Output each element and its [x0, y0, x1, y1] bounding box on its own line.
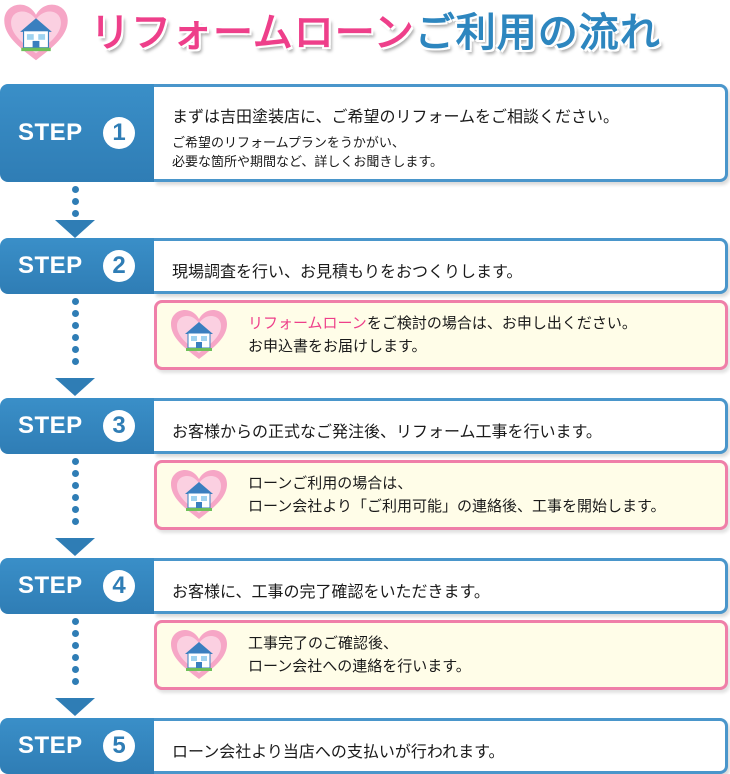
heart-house-icon [169, 469, 229, 521]
step-description: お客様に、工事の完了確認をいただきます。 [154, 558, 728, 614]
step-2: STEP 2 現場調査を行い、お見積もりをおつくりします。 [0, 238, 730, 294]
flow-arrow-down-icon [55, 378, 95, 396]
step-1: STEP 1 まずは吉田塗装店に、ご希望のリフォームをご相談ください。 ご希望の… [0, 84, 730, 182]
note-box: リフォームローンをご検討の場合は、お申し出ください。 お申込書をお届けします。 [154, 300, 728, 370]
step-main-text: ローン会社より当店への支払いが行われます。 [172, 742, 505, 761]
step-label: STEP 1 [0, 84, 154, 182]
note-box: 工事完了のご確認後、 ローン会社への連絡を行います。 [154, 620, 728, 690]
step-word: STEP [18, 572, 83, 599]
step-label: STEP 4 [0, 558, 154, 614]
heart-house-icon [169, 629, 229, 681]
title-highlight: リフォームローン [90, 10, 415, 56]
step-label: STEP 3 [0, 398, 154, 454]
flow-connector-dots [71, 186, 79, 222]
step-number-badge: 1 [103, 117, 135, 149]
step-sub-text-1: ご希望のリフォームプランをうかがい、 [172, 136, 405, 151]
heart-house-icon [169, 309, 229, 361]
step-main-text: お客様からの正式なご発注後、リフォーム工事を行います。 [172, 422, 602, 441]
step-number-badge: 5 [103, 730, 135, 762]
note-line-2: お申込書をお届けします。 [248, 337, 427, 355]
step-4: STEP 4 お客様に、工事の完了確認をいただきます。 [0, 558, 730, 614]
flow-connector-dots [71, 618, 79, 690]
flow-connector-dots [71, 298, 79, 370]
title-rest: ご利用の流れ [414, 10, 661, 56]
step-word: STEP [18, 252, 83, 279]
step-3: STEP 3 お客様からの正式なご発注後、リフォーム工事を行います。 [0, 398, 730, 454]
flow-arrow-down-icon [55, 538, 95, 556]
step-word: STEP [18, 119, 83, 146]
step-5: STEP 5 ローン会社より当店への支払いが行われます。 [0, 718, 730, 774]
step-main-text: 現場調査を行い、お見積もりをおつくりします。 [172, 262, 523, 281]
step-label: STEP 5 [0, 718, 154, 774]
step-description: 現場調査を行い、お見積もりをおつくりします。 [154, 238, 728, 294]
step-main-text: お客様に、工事の完了確認をいただきます。 [172, 582, 490, 601]
flow-arrow-down-icon [55, 698, 95, 716]
step-number-badge: 3 [103, 410, 135, 442]
note-line-1: 工事完了のご確認後、 [248, 634, 399, 652]
note-line-2: ローン会社への連絡を行います。 [248, 657, 471, 675]
step-label: STEP 2 [0, 238, 154, 294]
step-description: お客様からの正式なご発注後、リフォーム工事を行います。 [154, 398, 728, 454]
page-title: リフォームローンご利用の流れ [90, 8, 661, 58]
step-number-badge: 4 [103, 570, 135, 602]
note-text: リフォームローンをご検討の場合は、お申し出ください。 お申込書をお届けします。 [248, 312, 637, 358]
note-text: ローンご利用の場合は、 ローン会社より「ご利用可能」の連絡後、工事を開始します。 [248, 472, 665, 518]
note-highlight: リフォームローン [248, 314, 367, 332]
note-line-1: ローンご利用の場合は、 [248, 474, 413, 492]
step-main-text: まずは吉田塗装店に、ご希望のリフォームをご相談ください。 [172, 107, 620, 126]
step-number-badge: 2 [103, 250, 135, 282]
step-sub-text-2: 必要な箇所や期間など、詳しくお聞きします。 [172, 155, 444, 170]
step-word: STEP [18, 732, 83, 759]
flow-connector-dots [71, 458, 79, 530]
heart-house-icon [2, 2, 70, 64]
note-text: 工事完了のご確認後、 ローン会社への連絡を行います。 [248, 632, 471, 678]
flow-arrow-down-icon [55, 220, 95, 238]
note-box: ローンご利用の場合は、 ローン会社より「ご利用可能」の連絡後、工事を開始します。 [154, 460, 728, 530]
step-description: まずは吉田塗装店に、ご希望のリフォームをご相談ください。 ご希望のリフォームプラ… [154, 84, 728, 182]
note-line-2: ローン会社より「ご利用可能」の連絡後、工事を開始します。 [248, 497, 666, 515]
step-description: ローン会社より当店への支払いが行われます。 [154, 718, 728, 774]
page-header: リフォームローンご利用の流れ [0, 0, 730, 70]
step-word: STEP [18, 412, 83, 439]
note-line-1: をご検討の場合は、お申し出ください。 [366, 314, 637, 332]
